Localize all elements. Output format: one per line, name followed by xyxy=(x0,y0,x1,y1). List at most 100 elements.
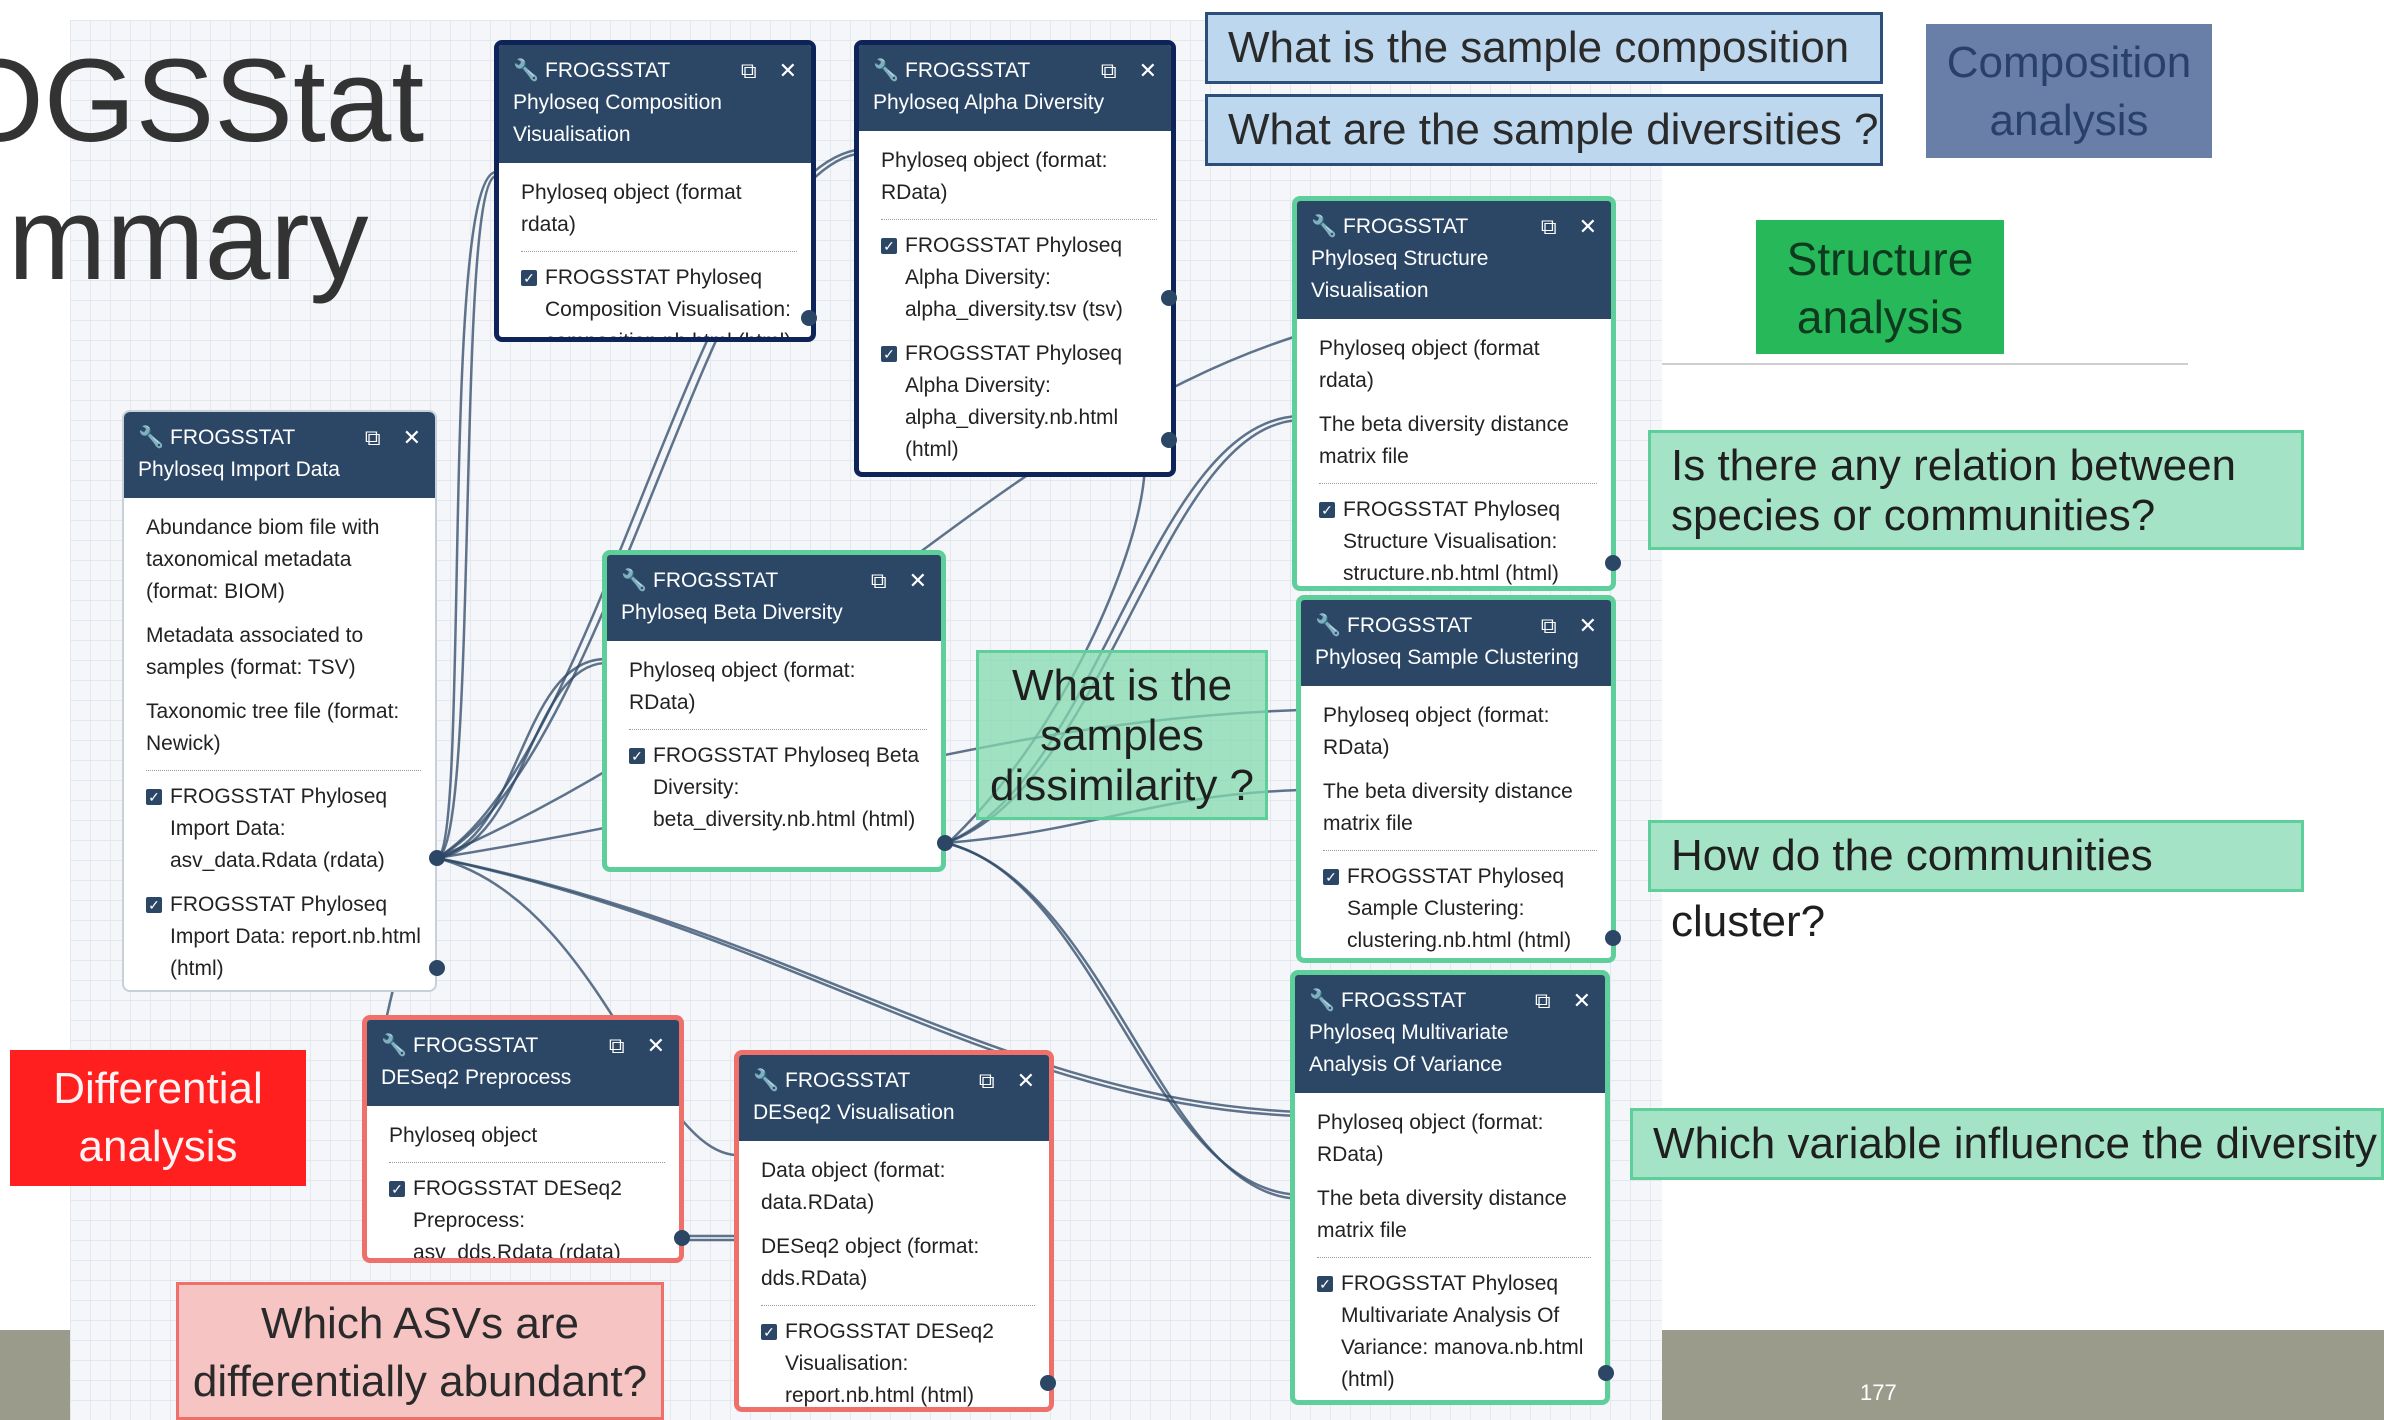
node-header[interactable]: 🔧 FROGSSTAT ⧉✕ Phyloseq Import Data xyxy=(124,412,435,498)
divider xyxy=(629,729,927,730)
checkbox-icon[interactable]: ✓ xyxy=(146,789,162,805)
node-tool-label: FROGSSTAT xyxy=(1343,215,1469,238)
node-input: Phyloseq object (format: RData) xyxy=(629,659,856,714)
node-input: Phyloseq object (format: RData) xyxy=(881,149,1108,204)
wrench-icon: 🔧 xyxy=(1311,215,1338,238)
close-icon[interactable]: ✕ xyxy=(908,568,927,593)
node-title: Phyloseq Sample Clustering xyxy=(1315,646,1579,669)
copy-icon[interactable]: ⧉ xyxy=(608,1033,625,1058)
copy-icon[interactable]: ⧉ xyxy=(978,1068,995,1093)
port-output[interactable] xyxy=(1161,432,1177,448)
node-header[interactable]: 🔧 FROGSSTAT ⧉✕ Phyloseq Multivariate Ana… xyxy=(1295,975,1605,1093)
port-output[interactable] xyxy=(1161,290,1177,306)
port-output[interactable] xyxy=(429,850,445,866)
node-output: FROGSSTAT Phyloseq Alpha Diversity: alph… xyxy=(905,342,1123,461)
node-title: Phyloseq Structure Visualisation xyxy=(1311,247,1489,302)
close-icon[interactable]: ✕ xyxy=(778,58,797,83)
port-output[interactable] xyxy=(937,835,953,851)
copy-icon[interactable]: ⧉ xyxy=(1100,58,1117,83)
wrench-icon: 🔧 xyxy=(753,1069,780,1092)
label-differential-analysis: Differential analysis xyxy=(10,1050,306,1186)
node-alpha-diversity[interactable]: 🔧 FROGSSTAT ⧉✕ Phyloseq Alpha Diversity … xyxy=(854,40,1176,477)
node-input: Phyloseq object (format rdata) xyxy=(1319,337,1540,392)
node-header[interactable]: 🔧 FROGSSTAT ⧉✕ Phyloseq Composition Visu… xyxy=(499,45,811,163)
checkbox-icon[interactable]: ✓ xyxy=(389,1181,405,1197)
node-output: FROGSSTAT Phyloseq Composition Visualisa… xyxy=(545,266,792,342)
node-output: FROGSSTAT Phyloseq Structure Visualisati… xyxy=(1343,498,1561,585)
label-structure-analysis: Structure analysis xyxy=(1756,220,2004,354)
port-output[interactable] xyxy=(1040,1375,1056,1391)
checkbox-icon[interactable]: ✓ xyxy=(1323,869,1339,885)
close-icon[interactable]: ✕ xyxy=(646,1033,665,1058)
question-relation: Is there any relation between species or… xyxy=(1648,430,2304,550)
question-cluster: How do the communities cluster? xyxy=(1648,820,2304,946)
checkbox-icon[interactable]: ✓ xyxy=(881,346,897,362)
node-input: Phyloseq object (format: RData) xyxy=(1323,704,1550,759)
node-header[interactable]: 🔧 FROGSSTAT ⧉✕ Phyloseq Alpha Diversity xyxy=(859,45,1171,131)
checkbox-icon[interactable]: ✓ xyxy=(881,238,897,254)
node-title: Phyloseq Beta Diversity xyxy=(621,601,843,624)
port-output[interactable] xyxy=(674,1230,690,1246)
node-sample-clustering[interactable]: 🔧 FROGSSTAT ⧉✕ Phyloseq Sample Clusterin… xyxy=(1296,595,1616,963)
copy-icon[interactable]: ⧉ xyxy=(1540,214,1557,239)
question-asv: Which ASVs are differentially abundant? xyxy=(176,1282,664,1420)
copy-icon[interactable]: ⧉ xyxy=(1540,613,1557,638)
node-header[interactable]: 🔧 FROGSSTAT ⧉✕ Phyloseq Sample Clusterin… xyxy=(1301,600,1611,686)
node-input: Data object (format: data.RData) xyxy=(761,1159,946,1214)
node-beta-diversity[interactable]: 🔧 FROGSSTAT ⧉✕ Phyloseq Beta Diversity P… xyxy=(602,550,946,872)
node-header[interactable]: 🔧 FROGSSTAT ⧉✕ DESeq2 Visualisation xyxy=(739,1055,1049,1141)
checkbox-icon[interactable]: ✓ xyxy=(1319,502,1335,518)
slide-title-line1: OGSStat xyxy=(0,35,425,167)
close-icon[interactable]: ✕ xyxy=(1578,214,1597,239)
node-input: Abundance biom file with taxonomical met… xyxy=(146,516,380,603)
question-composition: What is the sample composition ? xyxy=(1205,12,1883,138)
divider xyxy=(1317,1257,1591,1258)
node-deseq2-visualisation[interactable]: 🔧 FROGSSTAT ⧉✕ DESeq2 Visualisation Data… xyxy=(734,1050,1054,1412)
node-input: DESeq2 object (format: dds.RData) xyxy=(761,1235,980,1290)
question-variable: Which variable influence the diversity ? xyxy=(1630,1108,2384,1180)
copy-icon[interactable]: ⧉ xyxy=(364,425,381,450)
close-icon[interactable]: ✕ xyxy=(1572,988,1591,1013)
divider xyxy=(881,219,1157,220)
node-tool-label: FROGSSTAT xyxy=(905,59,1031,82)
wrench-icon: 🔧 xyxy=(513,59,540,82)
close-icon[interactable]: ✕ xyxy=(1138,58,1157,83)
divider-line xyxy=(1662,363,2188,365)
wrench-icon: 🔧 xyxy=(621,569,648,592)
port-output[interactable] xyxy=(429,960,445,976)
node-output: FROGSSTAT DESeq2 Visualisation: report.n… xyxy=(785,1320,994,1407)
close-icon[interactable]: ✕ xyxy=(1016,1068,1035,1093)
divider xyxy=(389,1162,665,1163)
copy-icon[interactable]: ⧉ xyxy=(740,58,757,83)
node-deseq2-preprocess[interactable]: 🔧 FROGSSTAT ⧉✕ DESeq2 Preprocess Phylose… xyxy=(362,1015,684,1263)
port-output[interactable] xyxy=(1605,930,1621,946)
divider xyxy=(1323,850,1597,851)
copy-icon[interactable]: ⧉ xyxy=(1534,988,1551,1013)
node-header[interactable]: 🔧 FROGSSTAT ⧉ ✕ Phyloseq Structure Visual… xyxy=(1297,201,1611,319)
port-output[interactable] xyxy=(801,310,817,326)
checkbox-icon[interactable]: ✓ xyxy=(146,897,162,913)
copy-icon[interactable]: ⧉ xyxy=(870,568,887,593)
close-icon[interactable]: ✕ xyxy=(1578,613,1597,638)
wrench-icon: 🔧 xyxy=(381,1034,408,1057)
node-output: FROGSSTAT Phyloseq Sample Clustering: cl… xyxy=(1347,865,1572,952)
node-header[interactable]: 🔧 FROGSSTAT ⧉✕ Phyloseq Beta Diversity xyxy=(607,555,941,641)
port-output[interactable] xyxy=(1598,1365,1614,1381)
wrench-icon: 🔧 xyxy=(873,59,900,82)
node-phyloseq-import[interactable]: 🔧 FROGSSTAT ⧉✕ Phyloseq Import Data Abun… xyxy=(122,410,437,992)
node-structure-visualisation[interactable]: 🔧 FROGSSTAT ⧉ ✕ Phyloseq Structure Visual… xyxy=(1292,196,1616,591)
node-input: Taxonomic tree file (format: Newick) xyxy=(146,700,400,755)
node-multivariate-analysis[interactable]: 🔧 FROGSSTAT ⧉✕ Phyloseq Multivariate Ana… xyxy=(1290,970,1610,1405)
node-header[interactable]: 🔧 FROGSSTAT ⧉✕ DESeq2 Preprocess xyxy=(367,1020,679,1106)
node-output: FROGSSTAT Phyloseq Alpha Diversity: alph… xyxy=(905,234,1123,321)
checkbox-icon[interactable]: ✓ xyxy=(521,270,537,286)
node-composition-visualisation[interactable]: 🔧 FROGSSTAT ⧉✕ Phyloseq Composition Visu… xyxy=(494,40,816,342)
port-output[interactable] xyxy=(1605,555,1621,571)
divider xyxy=(146,770,421,771)
checkbox-icon[interactable]: ✓ xyxy=(629,748,645,764)
close-icon[interactable]: ✕ xyxy=(402,425,421,450)
divider xyxy=(1319,483,1597,484)
checkbox-icon[interactable]: ✓ xyxy=(761,1324,777,1340)
divider xyxy=(521,251,797,252)
checkbox-icon[interactable]: ✓ xyxy=(1317,1276,1333,1292)
